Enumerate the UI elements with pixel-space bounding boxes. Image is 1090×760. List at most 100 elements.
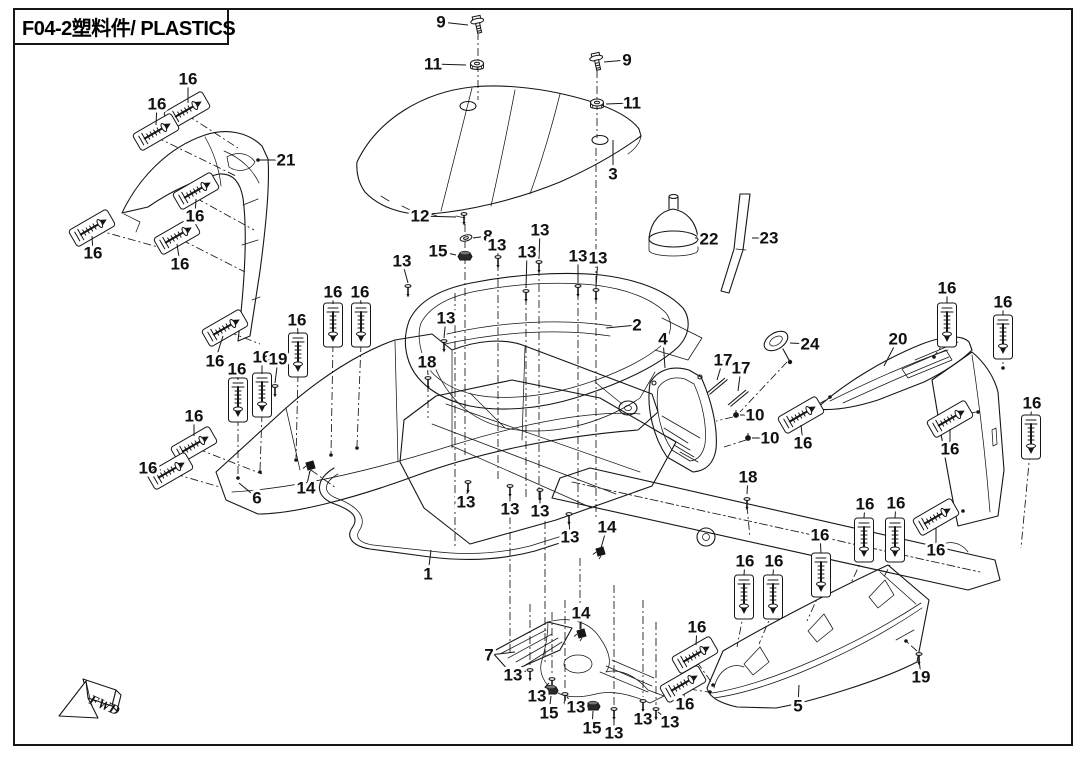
leader-line [419,215,457,218]
leader-line [595,257,599,288]
leader-line [437,250,457,256]
fastener-nutd-icon [457,250,473,261]
part-23-bent-strip [720,193,751,294]
leader-line [800,424,804,444]
fastener-dot-icon [258,470,262,474]
callout-label-19: 19 [912,668,931,687]
fastener-dot-icon [932,355,936,359]
part-21-front-fender-left [121,131,270,342]
leader-line [605,102,633,105]
callout-label-13: 13 [531,502,550,521]
leader-line [496,244,499,256]
callout-label-17: 17 [732,359,751,378]
callout-label-13: 13 [567,698,586,717]
fwd-direction-arrow [58,678,122,719]
callout-label-16: 16 [185,407,204,426]
callout-label-13: 13 [634,710,653,729]
fastener-bolt-icon [588,51,606,72]
leader-line [743,560,746,576]
part-3-roof-cover [356,85,642,219]
callout-label-16: 16 [765,552,784,571]
callout-label-13: 13 [561,528,580,547]
leader-line [305,470,311,489]
callout-label-1: 1 [423,565,432,584]
leader-line [883,338,899,367]
fastener-rivet-icon [733,409,739,418]
callout-label-16: 16 [941,440,960,459]
fastener-dot-icon [976,410,980,414]
leader-line [155,103,158,126]
leader-line [548,695,552,714]
callout-label-13: 13 [569,247,588,266]
leader-line [716,359,724,381]
callout-label-13: 13 [531,221,550,240]
callout-label-13: 13 [605,724,624,743]
callout-label-16: 16 [206,352,225,371]
callout-label-16: 16 [1023,394,1042,413]
part-1-floor-panel [318,379,1001,591]
callout-label-11: 11 [623,94,641,113]
leader-line [465,486,469,503]
leader-line [538,229,541,260]
fastener-s16-icon [200,307,250,349]
leader-line [863,503,866,519]
callout-label-9: 9 [436,13,445,32]
fastener-ssm-icon [522,288,530,304]
callout-label-13: 13 [518,243,537,262]
leader-line [536,682,550,697]
callout-label-14: 14 [297,479,316,498]
callout-label-16: 16 [139,459,158,478]
fastener-s16-icon [350,302,372,348]
callout-label-16: 16 [351,283,370,302]
callout-label-10: 10 [746,406,765,425]
fastener-ssm-icon [271,383,279,399]
parts-lineart [58,85,1005,719]
title-box: F04-2塑料件/ PLASTICS [13,8,236,45]
fastener-nutd-icon [585,700,601,711]
fastener-s16-icon [733,574,755,620]
fastener-s16-icon [227,377,249,423]
fastener-ssm-icon [460,211,468,227]
leader-line [772,560,775,576]
fastener-ssm-icon [592,287,600,303]
leader-line [657,711,671,723]
callout-label-13: 13 [393,252,412,271]
callout-label-19: 19 [269,350,288,369]
fastener-ssm-icon [404,283,412,299]
callout-label-15: 15 [583,719,602,738]
callout-label-14: 14 [572,604,591,623]
callout-label-4: 4 [658,330,668,349]
leader-line [147,467,162,471]
callout-label-8: 8 [483,227,492,246]
callout-label-6: 6 [252,489,261,508]
callout-label-15: 15 [429,242,448,261]
leader-line [662,338,666,369]
callout-label-21: 21 [277,151,296,170]
fastener-dot-icon [708,690,712,694]
leader-line [427,549,432,575]
fastener-s16-icon [251,372,273,418]
fastener-rivet-icon [745,432,751,441]
fastener-s16-icon [884,517,906,563]
callout-label-16: 16 [253,348,272,367]
fastener-s16-icon [287,332,309,378]
leader-line [683,693,686,705]
fastener-ssm-icon [652,706,660,722]
callout-label-12: 12 [411,207,430,226]
leader-line [746,476,749,495]
fastener-bolt-icon [469,14,487,35]
leader-line [568,518,571,538]
callout-leader-lines [91,21,1033,733]
callout-label-16: 16 [688,618,707,637]
callout-label-16: 16 [938,279,957,298]
callout-label-7: 7 [484,646,493,665]
callout-label-13: 13 [661,713,680,732]
callout-label-13: 13 [437,309,456,328]
callout-label-16: 16 [148,95,167,114]
fastener-dot-icon [828,395,832,399]
callout-label-16: 16 [84,244,103,263]
callout-label-16: 16 [324,283,343,302]
